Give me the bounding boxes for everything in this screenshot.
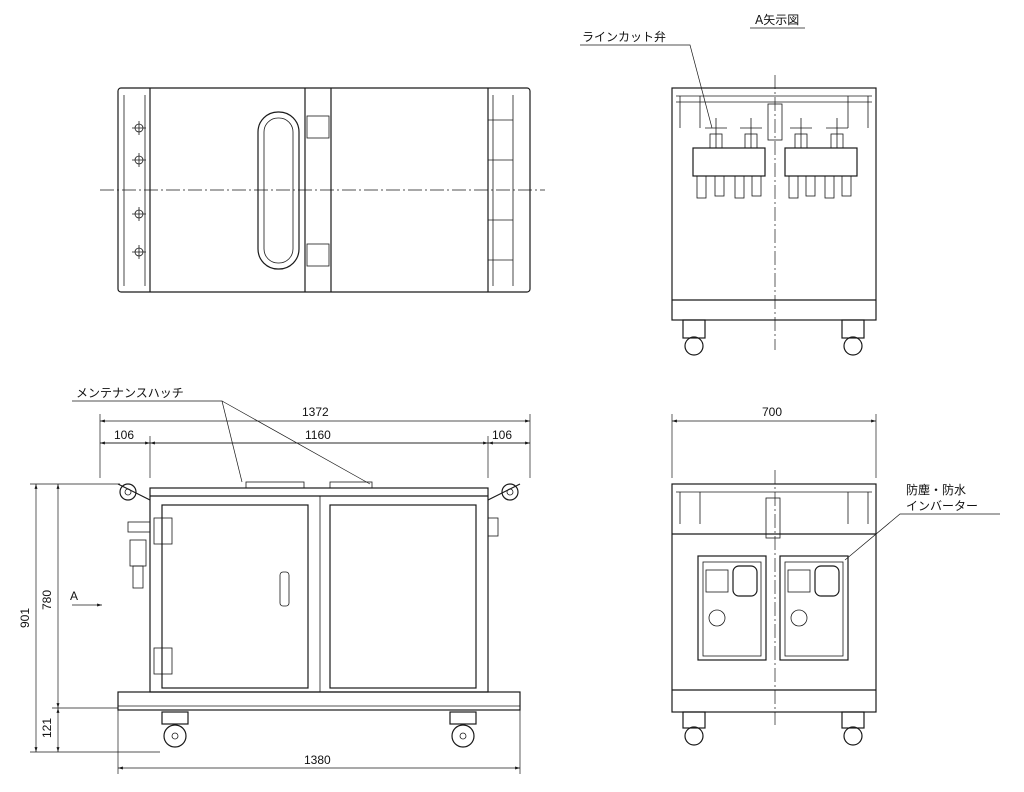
front-view: 700 [671,405,1000,746]
a-view: A矢示図 [580,13,877,356]
maintenance-hatch-label: メンテナンスハッチ [76,386,184,400]
dim-front-width: 700 [762,405,782,419]
side-view: 1372 106 1160 106 901 780 121 1380 [18,386,531,774]
dim-overall-width: 1372 [302,405,329,419]
dim-base-height: 121 [40,718,54,738]
dim-overall-height: 901 [18,608,32,628]
fittings [696,175,852,199]
dim-side-right: 106 [492,428,512,442]
casters-side-view [161,711,477,748]
dim-body-height: 780 [40,590,54,610]
casters-front-view [682,711,865,746]
casters-a-view [682,319,865,356]
inverter-label-line1: 防塵・防水 [906,482,966,497]
a-view-title: A矢示図 [755,13,799,27]
dim-side-left: 106 [114,428,134,442]
line-cut-valves [705,118,848,149]
inverters [697,555,849,661]
view-arrow-label: A [70,589,78,603]
line-cut-valve-label: ラインカット弁 [582,29,666,44]
valve-symbols [132,121,146,259]
dim-center: 1160 [305,428,331,442]
top-view [100,87,545,293]
dim-base-length: 1380 [304,753,331,767]
inverter-label-line2: インバーター [906,499,978,513]
